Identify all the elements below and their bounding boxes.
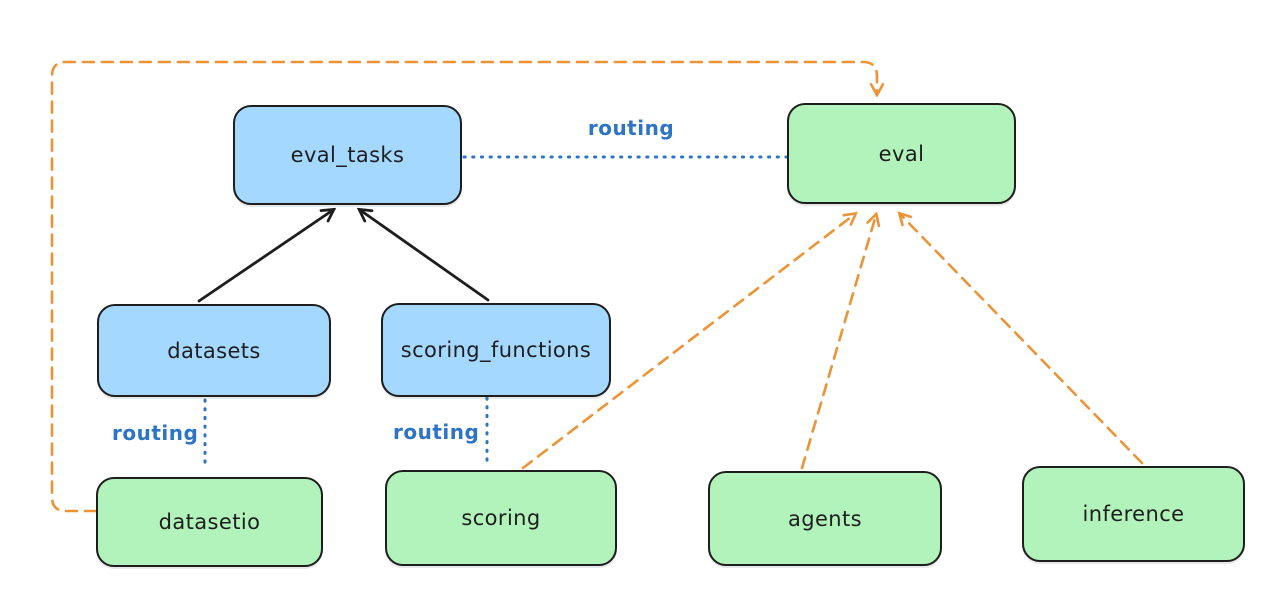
routing-label-eval-tasks-eval: routing [587,116,675,140]
node-datasets: datasets [97,304,331,397]
node-inference-label: inference [1082,502,1185,526]
routing-label-scoring-functions-scoring: routing [393,420,480,444]
node-agents: agents [708,471,942,566]
node-scoring-functions: scoring_functions [381,303,611,397]
edge-scoring-to-eval-dashed [521,214,855,470]
node-agents-label: agents [787,506,862,531]
edge-scoring-functions-to-eval-tasks [360,210,490,302]
routing-label-datasets-datasetio: routing [112,421,199,445]
node-scoring-label: scoring [461,506,541,530]
node-eval-label: eval [878,141,925,166]
edge-datasets-to-eval-tasks [197,210,333,303]
node-eval-tasks: eval_tasks [233,105,462,205]
node-eval: eval [787,103,1016,204]
edge-inference-to-eval-dashed [900,214,1144,465]
node-scoring-functions-label: scoring_functions [400,338,592,362]
node-inference: inference [1022,466,1245,562]
edge-datasetio-to-eval-dashed [50,60,877,513]
node-eval-tasks-label: eval_tasks [290,143,405,167]
node-scoring: scoring [385,470,617,566]
node-datasetio: datasetio [96,477,323,567]
node-datasets-label: datasets [167,338,261,363]
edge-agents-to-eval-dashed [800,215,876,470]
node-datasetio-label: datasetio [158,510,261,534]
